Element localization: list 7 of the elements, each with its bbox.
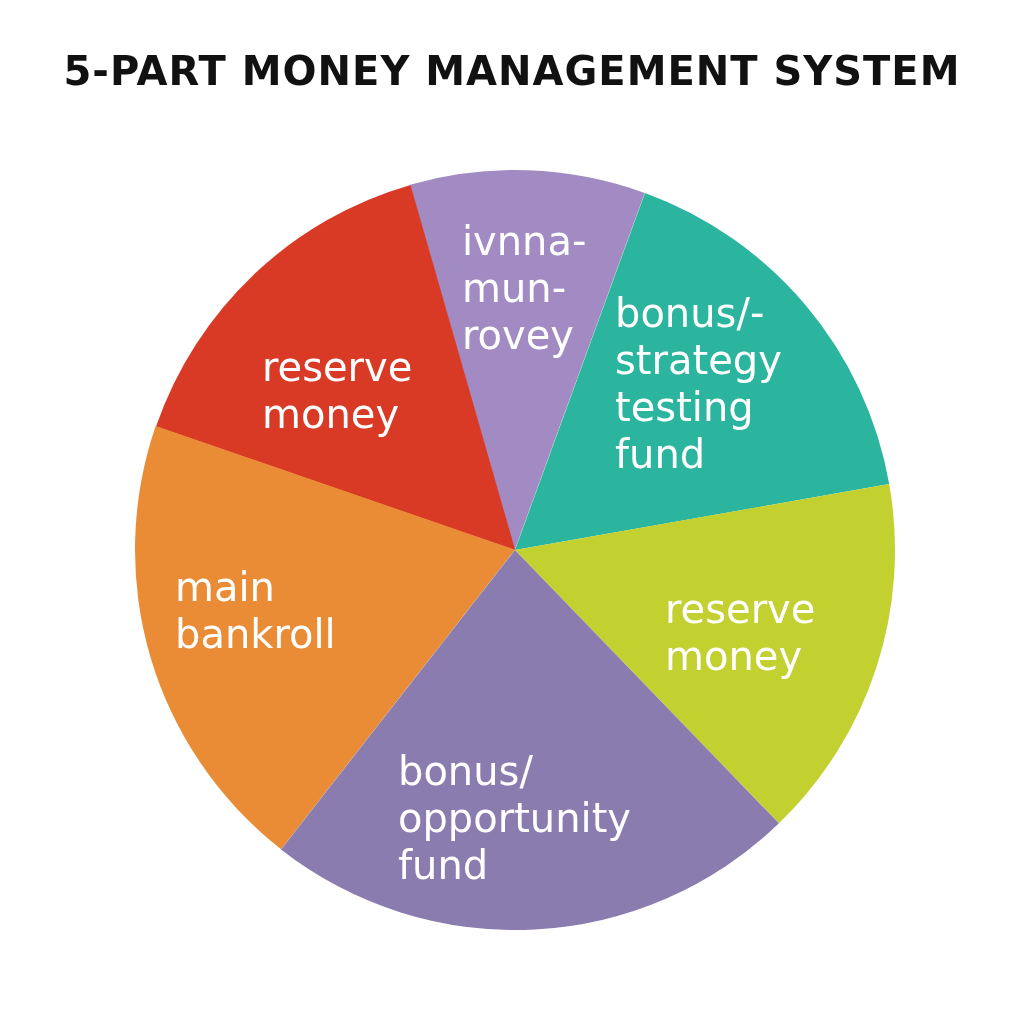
diagram-title: 5-PART MONEY MANAGEMENT SYSTEM [62,48,962,94]
slice-label: bonus/ opportunity fund [398,748,632,889]
slice-label: bonus/- strategy testing fund [615,290,783,478]
slice-label: reserve money [665,586,817,680]
slice-label: main bankroll [175,564,337,658]
slice-label: ivnna- mun- rovey [462,218,588,359]
slice-label: reserve money [262,344,414,438]
